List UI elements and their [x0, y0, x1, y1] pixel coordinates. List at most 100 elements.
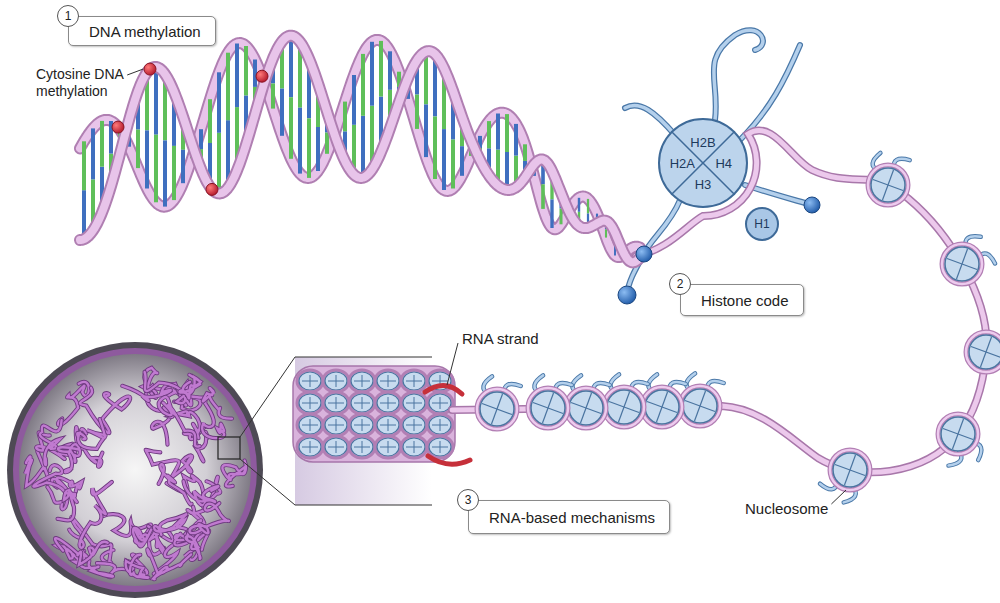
base-pair: [199, 129, 203, 149]
nucleosome-line: [657, 392, 668, 422]
nucleosome-disk: [969, 335, 1000, 369]
base-pair: [163, 140, 167, 206]
chromatin-strand-outline: [81, 551, 113, 576]
chromatin-strand: [179, 375, 200, 399]
nucleosome-line: [414, 375, 415, 387]
nucleosome-wrap: [477, 389, 517, 429]
nucleosome-line: [845, 455, 856, 485]
nucleosome-line: [581, 393, 592, 423]
nucleosome-wrap: [401, 414, 427, 436]
nucleosome-line: [362, 441, 363, 453]
node-text: 2: [677, 277, 684, 291]
chromatin-strand: [126, 555, 149, 578]
leader-group: [127, 69, 846, 504]
nucleosome-disk: [325, 372, 347, 390]
histone-tail-outline: [625, 106, 675, 135]
chromatin-strand: [159, 464, 192, 504]
base-pair: [145, 130, 149, 188]
nucleosome-wrap: [349, 414, 375, 436]
nucleosome-disk: [325, 394, 347, 412]
node-text: 1: [65, 9, 72, 23]
chromatin-strand: [203, 388, 232, 419]
base-pair: [496, 114, 500, 150]
chromatin-strand: [147, 549, 191, 579]
base-pair: [587, 199, 589, 213]
histone-tail: [714, 30, 763, 120]
callout-number: 1: [57, 5, 79, 27]
histone-mark: [804, 197, 820, 213]
chromatin-strand-outline: [146, 450, 192, 478]
callout-number: 2: [669, 273, 691, 295]
nucleosome-line: [440, 397, 441, 409]
base-pair: [307, 118, 311, 178]
nucleosome-wrap: [323, 414, 349, 436]
nucleosome-wrap: [566, 388, 606, 428]
nucleosome-wrap: [323, 436, 349, 458]
leader-line: [831, 490, 846, 504]
nucleosome-wrap: [942, 244, 982, 284]
leader-line: [127, 69, 143, 75]
chromatin-strand: [159, 397, 200, 447]
base-pair: [154, 135, 158, 203]
base-pair: [415, 95, 419, 129]
double-helix: [80, 36, 640, 263]
nucleosome-disk: [299, 372, 321, 390]
chromatin-strand: [40, 420, 62, 465]
base-pair: [217, 133, 221, 194]
nucleosome-wrap: [297, 414, 323, 436]
fiber-band: [293, 366, 455, 462]
nucleosome-line: [310, 397, 311, 409]
nucleosome-disk: [299, 416, 321, 434]
base-pair: [451, 140, 455, 189]
chromatin-strand: [58, 490, 77, 521]
base-pair: [217, 72, 221, 133]
node-text: DNA methylation: [89, 23, 201, 40]
nucleosome-wrap: [942, 244, 982, 284]
nucleosome-wrap: [401, 370, 427, 392]
base-pair: [280, 89, 284, 136]
node-text: 3: [465, 493, 472, 507]
base-pair: [505, 114, 509, 152]
base-pair: [460, 146, 464, 176]
chromatin-strand: [55, 538, 108, 565]
nucleosome-line: [957, 249, 968, 279]
chromatin-strand-outline: [58, 490, 77, 521]
nucleosome-wrap: [375, 370, 401, 392]
base-pair: [91, 128, 95, 179]
nucleosome-line: [440, 419, 441, 431]
methyl-group: [112, 63, 268, 195]
base-pair: [82, 141, 86, 190]
nucleus-rim: [7, 342, 263, 598]
chromatin-strand-outline: [80, 482, 112, 548]
node-text: H3: [695, 176, 712, 191]
nucleosome-line: [310, 375, 311, 387]
label-box: RNA-based mechanisms: [468, 500, 670, 534]
nucleosome-disk: [833, 453, 867, 487]
rna-strand: [425, 385, 462, 394]
chromatin-strand: [77, 419, 105, 449]
nucleosome-wrap: [297, 370, 323, 392]
base-pair: [370, 42, 374, 106]
nucleosome-wrap: [604, 387, 644, 427]
nucleosome-line: [388, 397, 389, 409]
chromatin-strand-outline: [222, 461, 245, 487]
nucleosome-line: [695, 391, 706, 421]
chromatin-strand-outline: [159, 464, 192, 504]
base-pair: [523, 144, 527, 161]
nucleosome-wrap: [349, 436, 375, 458]
base-pair: [361, 116, 365, 178]
nucleosome-line: [336, 375, 337, 387]
nucleosome-wrap: [323, 392, 349, 414]
nucleosome-wrap: [375, 392, 401, 414]
base-pair: [316, 127, 320, 171]
nucleosome-wrap: [323, 370, 349, 392]
nucleosome-line: [388, 419, 389, 431]
nucleosome-disk: [299, 438, 321, 456]
linker-histone: H1: [745, 207, 779, 241]
nucleosome-disk: [377, 372, 399, 390]
nucleosome-disk: [871, 168, 905, 202]
chromatin-strand-outline: [133, 528, 151, 546]
methyl-group-dot: [112, 121, 124, 133]
nucleosome-wrap: [401, 436, 427, 458]
nucleosome-wrap: [830, 450, 870, 490]
